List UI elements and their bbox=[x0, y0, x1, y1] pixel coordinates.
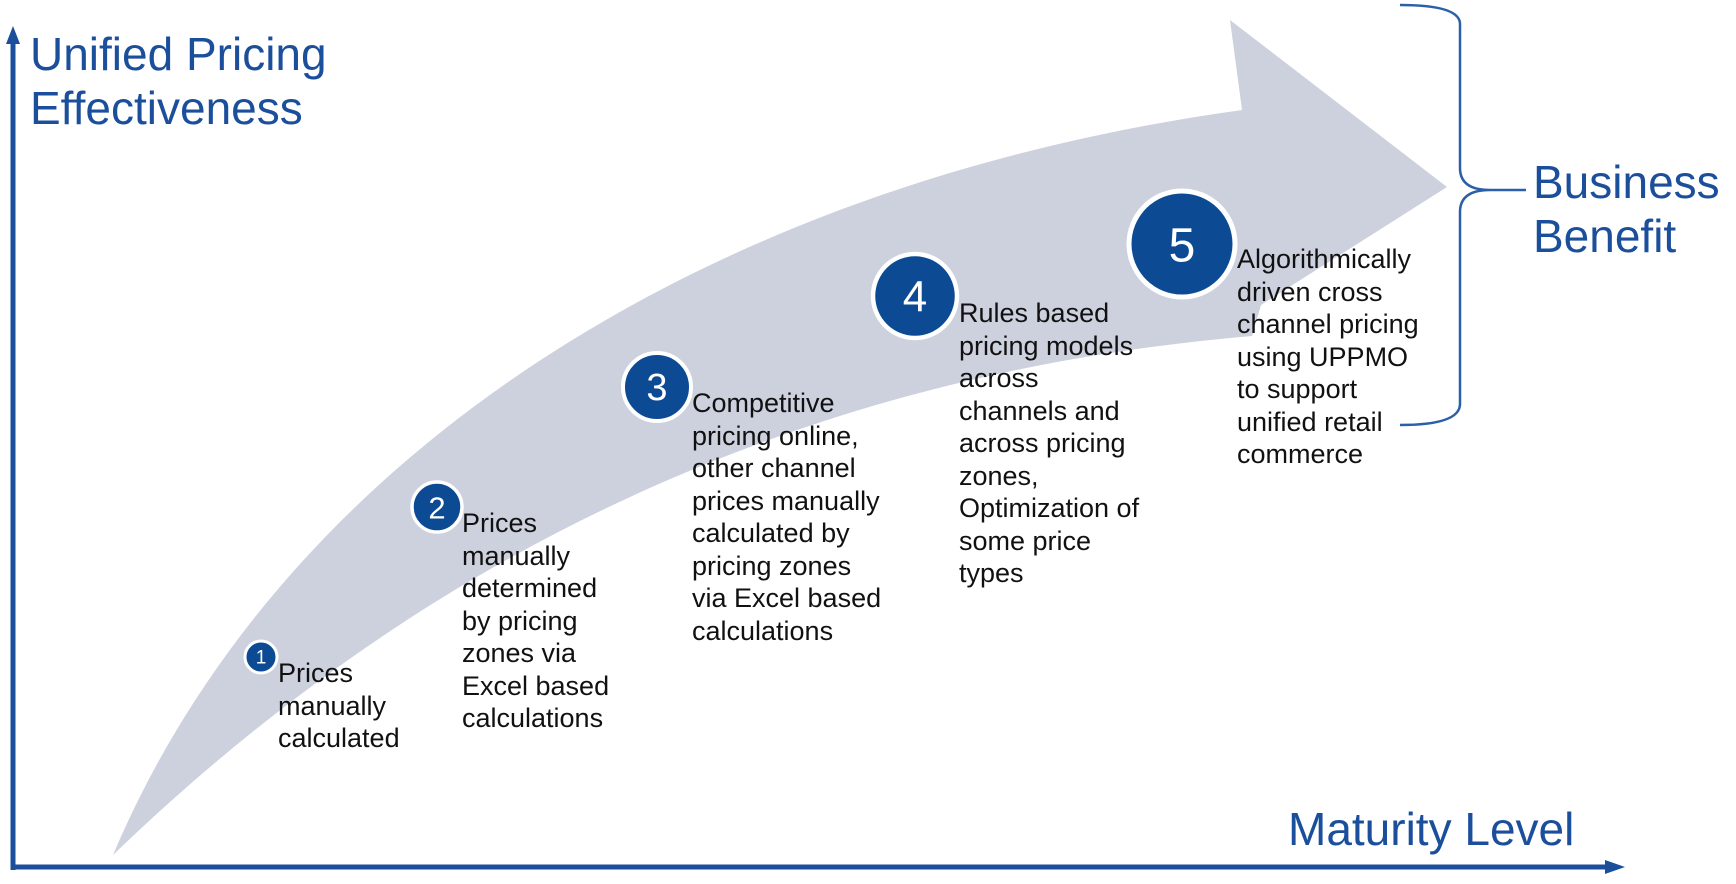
y-axis bbox=[6, 26, 20, 870]
maturity-arrow bbox=[113, 20, 1447, 855]
step-1-description: Prices manually calculated bbox=[278, 658, 400, 753]
svg-text:4: 4 bbox=[903, 273, 927, 322]
x-axis bbox=[11, 860, 1625, 874]
y-axis-title: Unified Pricing Effectiveness bbox=[30, 28, 327, 134]
step-badge-3: 3 bbox=[621, 351, 693, 423]
step-badge-5: 5 bbox=[1126, 188, 1238, 300]
step-3-description: Competitive pricing online, other channe… bbox=[692, 388, 882, 646]
business-benefit-label: Business Benefit bbox=[1533, 156, 1720, 262]
step-2-description: Prices manually determined by pricing zo… bbox=[462, 508, 610, 733]
svg-text:3: 3 bbox=[646, 367, 667, 409]
svg-text:1: 1 bbox=[256, 648, 267, 669]
benefit-bracket bbox=[1399, 3, 1526, 427]
step-badge-1: 1 bbox=[243, 639, 279, 675]
step-badge-4: 4 bbox=[870, 251, 960, 341]
step-4-description: Rules based pricing models across channe… bbox=[959, 298, 1140, 588]
x-axis-title: Maturity Level bbox=[1288, 803, 1575, 855]
svg-text:5: 5 bbox=[1169, 220, 1196, 273]
step-5-description: Algorithmically driven cross channel pri… bbox=[1237, 244, 1419, 469]
step-badge-2: 2 bbox=[410, 480, 464, 534]
svg-text:2: 2 bbox=[428, 491, 445, 526]
